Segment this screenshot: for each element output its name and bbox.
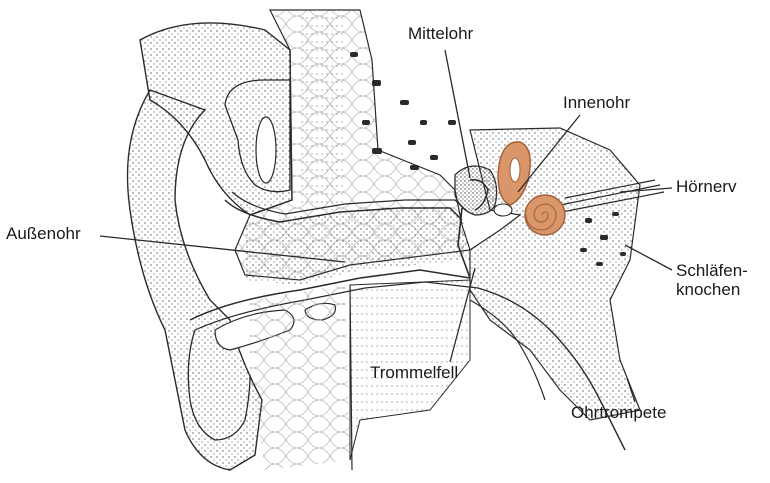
label-hoernerv: Hörnerv: [676, 178, 736, 197]
helix-inner-oval: [256, 117, 276, 183]
ear-canal-tissue: [245, 208, 470, 285]
label-mittelohr: Mittelohr: [408, 25, 473, 44]
leader-schlaefen: [625, 245, 672, 270]
lower-tissue: [250, 285, 350, 470]
label-schlaefenknochen: Schläfen- knochen: [676, 262, 762, 299]
label-trommelfell: Trommelfell: [370, 364, 458, 383]
label-innenohr: Innenohr: [563, 94, 630, 113]
canal-opening: [510, 158, 520, 182]
label-schlaefenknochen-line1: Schläfen-: [676, 262, 762, 281]
label-ohrtrompete: Ohrtrompete: [571, 404, 666, 423]
leader-mittelohr: [445, 50, 470, 178]
temporal-bone: [470, 128, 640, 420]
label-schlaefenknochen-line2: knochen: [676, 281, 762, 300]
oval-window: [494, 204, 512, 216]
vertical-dotted-band: [300, 10, 345, 210]
label-aussenohr: Außenohr: [6, 225, 81, 244]
